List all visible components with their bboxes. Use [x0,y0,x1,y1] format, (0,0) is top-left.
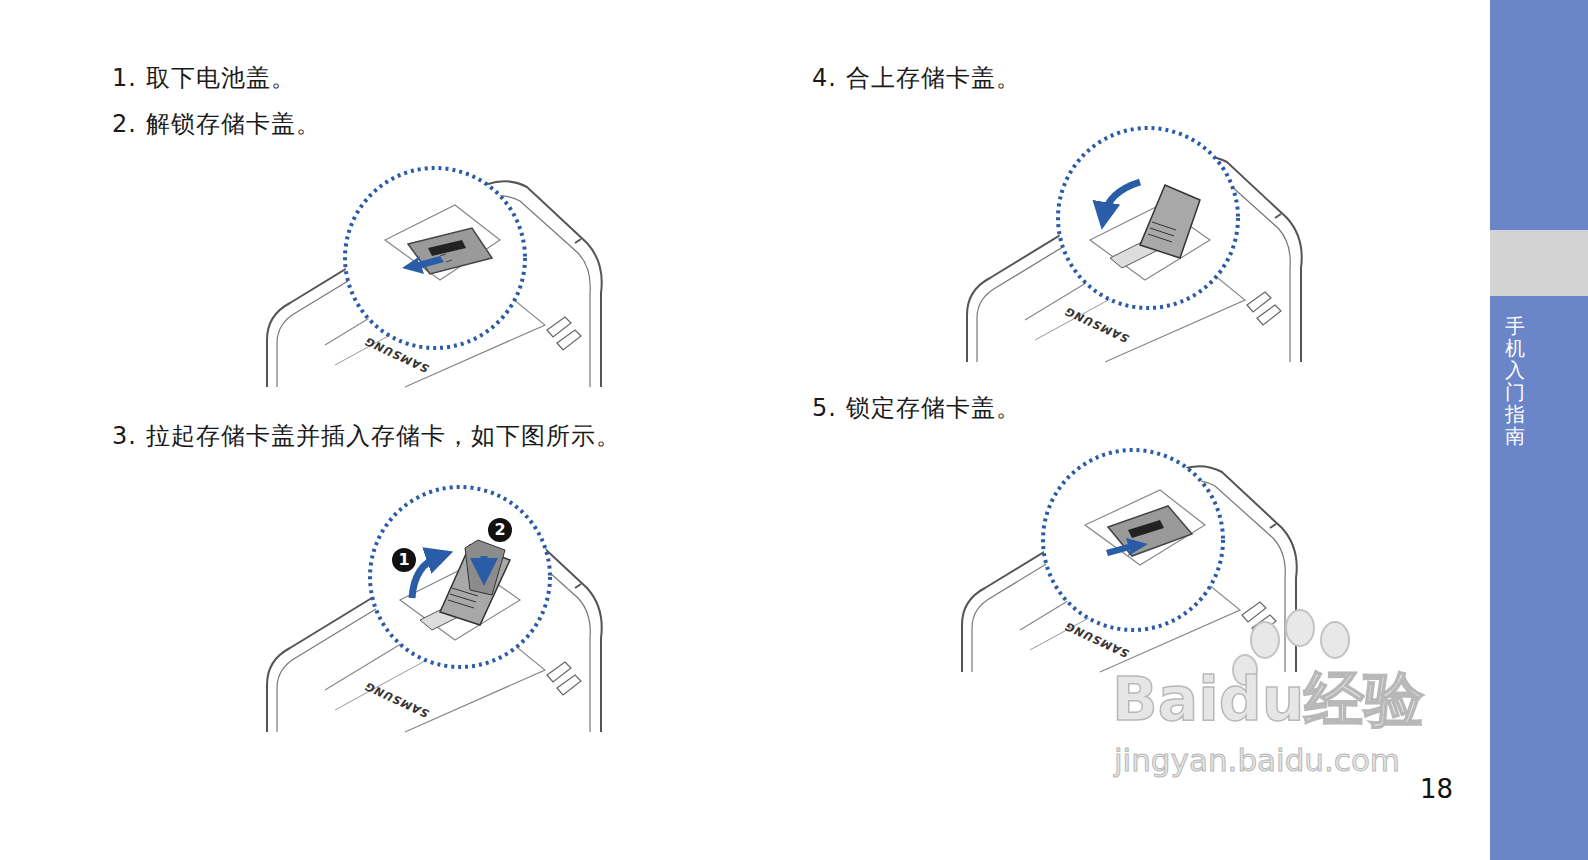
phone-step5 [962,450,1297,672]
step-text: 2. 解锁存储卡盖。 [112,108,321,140]
phone-step3 [267,487,602,732]
watermark: jingyan.baidu.com [1114,742,1400,778]
tab-text: 手机入门指南 [1505,315,1525,447]
phone-step2 [267,168,602,387]
side-tab: 手机入门指南 [1490,0,1588,860]
page-number: 18 [1420,774,1453,804]
phone-step4 [967,128,1302,362]
step-text: 1. 取下电池盖。 [112,62,296,94]
callout-number: 2 [488,518,512,542]
watermark: Baidu经验 [1112,660,1424,741]
step-text: 3. 拉起存储卡盖并插入存储卡，如下图所示。 [112,420,621,452]
step-text: 5. 锁定存储卡盖。 [812,392,1021,424]
step-text: 4. 合上存储卡盖。 [812,62,1021,94]
callout-number: 1 [392,548,416,572]
